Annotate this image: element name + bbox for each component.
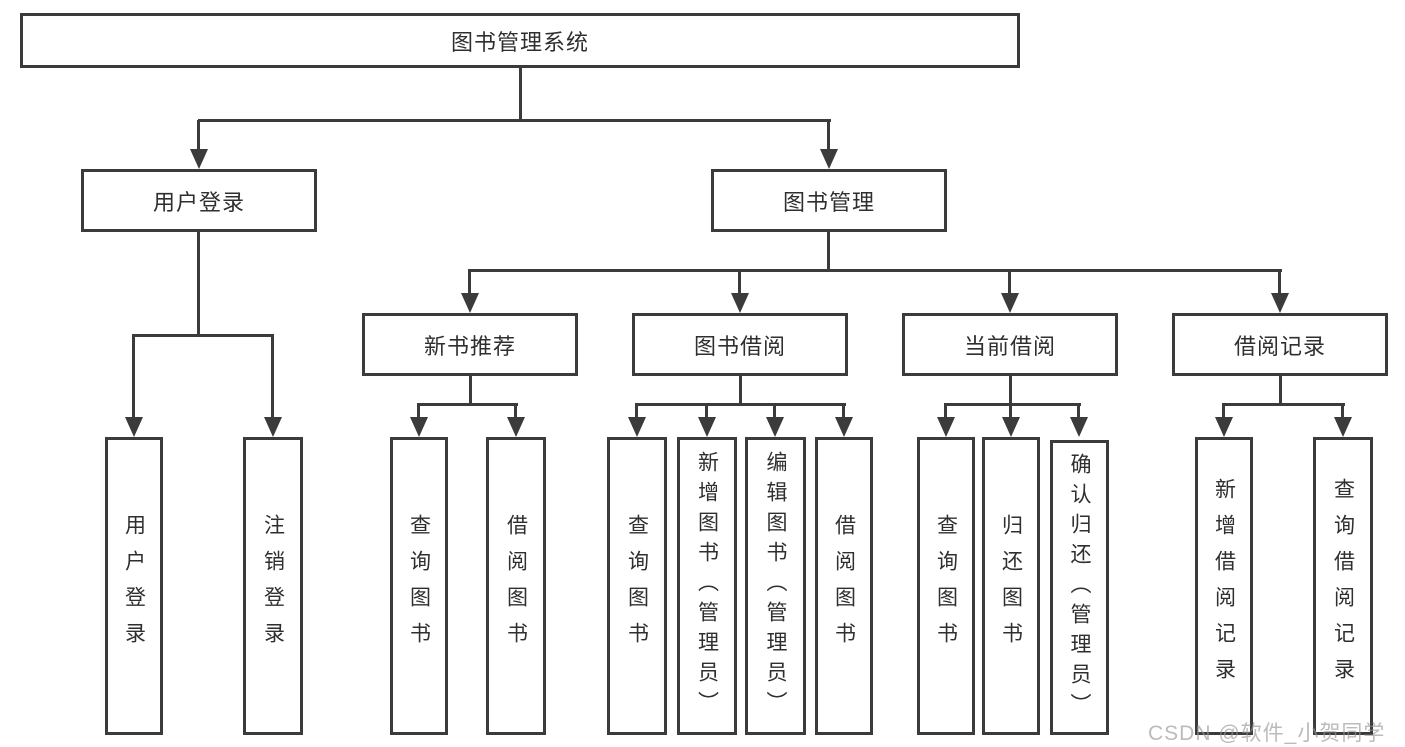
arrow-to-leaf-logout <box>264 335 282 437</box>
arrow-to-user-login <box>190 120 208 169</box>
node-root-system: 图书管理系统 <box>20 13 1020 68</box>
arrow-records-add <box>1215 405 1233 437</box>
connector-root-stem <box>519 68 522 120</box>
leaf-current-query-books: 查询图书 <box>917 437 975 735</box>
connector-book-mgmt-stem <box>827 232 830 270</box>
arrow-current-confirm <box>1070 405 1088 437</box>
node-user-login: 用户登录 <box>81 169 317 232</box>
arrow-borrow-query <box>628 405 646 437</box>
leaf-newbook-query-books: 查询图书 <box>390 437 448 735</box>
arrow-borrow-edit <box>766 405 784 437</box>
connector-current-borrow-hline <box>944 403 1081 406</box>
leaf-records-add-record: 新增借阅记录 <box>1195 437 1253 735</box>
connector-current-borrow-stem <box>1009 376 1012 406</box>
leaf-bookborrow-borrow-books: 借阅图书 <box>815 437 873 735</box>
connector-user-login-hline <box>132 334 274 337</box>
leaf-current-return-books: 归还图书 <box>982 437 1040 735</box>
arrow-current-query <box>937 405 955 437</box>
connector-book-mgmt-hline <box>468 269 1282 272</box>
arrow-to-current-borrow <box>1001 270 1019 313</box>
arrow-borrow-borrow <box>835 405 853 437</box>
leaf-records-query-record: 查询借阅记录 <box>1313 437 1373 735</box>
connector-new-book-hline <box>417 403 518 406</box>
connector-user-login-stem <box>197 232 200 335</box>
connector-borrow-records-hline <box>1222 403 1345 406</box>
leaf-bookborrow-edit-books-admin: 编辑图书（管理员） <box>745 437 806 735</box>
node-new-book-recommend: 新书推荐 <box>362 313 578 376</box>
arrow-newbook-query <box>410 405 428 437</box>
arrow-to-book-management <box>820 120 838 169</box>
leaf-bookborrow-query-books: 查询图书 <box>607 437 667 735</box>
connector-root-hline <box>198 119 831 122</box>
connector-book-borrow-hline <box>635 403 846 406</box>
arrow-newbook-borrow <box>507 405 525 437</box>
leaf-bookborrow-add-books-admin: 新增图书（管理员） <box>677 437 737 735</box>
node-book-borrow: 图书借阅 <box>632 313 848 376</box>
node-borrow-records: 借阅记录 <box>1172 313 1388 376</box>
leaf-newbook-borrow-books: 借阅图书 <box>486 437 546 735</box>
connector-new-book-stem <box>469 376 472 406</box>
node-book-management: 图书管理 <box>711 169 947 232</box>
connector-borrow-records-stem <box>1279 376 1282 406</box>
csdn-watermark: CSDN @软件_小贺同学 <box>1148 722 1386 745</box>
arrow-to-book-borrow <box>731 270 749 313</box>
connector-book-borrow-stem <box>739 376 742 406</box>
leaf-user-login: 用户登录 <box>105 437 163 735</box>
leaf-logout: 注销登录 <box>243 437 303 735</box>
node-current-borrow: 当前借阅 <box>902 313 1118 376</box>
arrow-to-new-book-recommend <box>461 270 479 313</box>
arrow-to-leaf-user-login <box>125 335 143 437</box>
arrow-borrow-add <box>698 405 716 437</box>
arrow-current-return <box>1002 405 1020 437</box>
leaf-current-confirm-return-admin: 确认归还（管理员） <box>1050 440 1109 735</box>
arrow-to-borrow-records <box>1271 270 1289 313</box>
arrow-records-query <box>1334 405 1352 437</box>
